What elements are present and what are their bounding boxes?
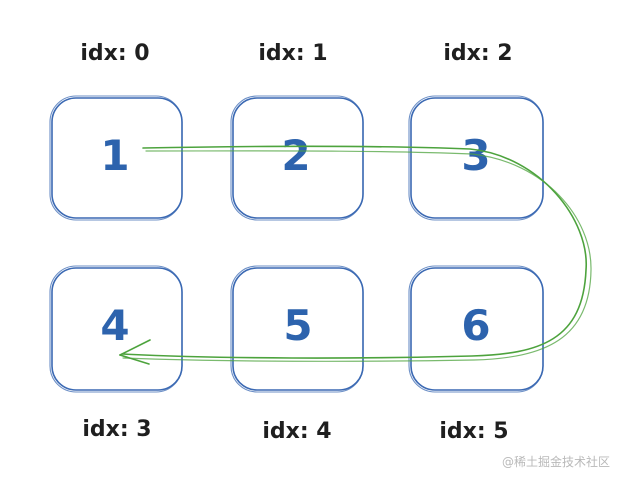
index-label: idx: 3 (82, 417, 151, 442)
arrow-line-sketch (122, 150, 592, 362)
arrow-line (121, 145, 587, 359)
cell-index-3: 4 idx: 3 (49, 265, 183, 442)
cell-box-sketch (408, 95, 544, 221)
cell-index-2: idx: 2 3 (408, 41, 544, 221)
cell-box-sketch (49, 265, 183, 393)
cell-index-4: 5 idx: 4 (230, 265, 364, 444)
watermark: @稀土掘金技术社区 (501, 455, 610, 469)
flow-arrow (119, 145, 592, 365)
index-label: idx: 5 (439, 419, 508, 444)
index-label: idx: 0 (80, 41, 149, 66)
cell-value: 6 (461, 301, 490, 350)
cell-box-sketch (230, 265, 364, 393)
cell-box-sketch (230, 95, 364, 221)
arrow-head-upper (119, 339, 151, 356)
cell-value: 1 (100, 131, 129, 180)
cell-value: 5 (283, 301, 312, 350)
cell-index-5: 6 idx: 5 (408, 265, 544, 444)
index-label: idx: 1 (258, 41, 327, 66)
cell-value: 3 (461, 131, 490, 180)
cell-index-0: idx: 0 1 (49, 41, 183, 221)
cell-value: 4 (100, 301, 129, 350)
arrow-head-lower (119, 354, 150, 365)
cell-box-sketch (408, 265, 544, 393)
index-label: idx: 4 (262, 419, 331, 444)
index-label: idx: 2 (443, 41, 512, 66)
cell-index-1: idx: 1 2 (230, 41, 364, 221)
cell-value: 2 (281, 131, 310, 180)
cell-box-sketch (49, 95, 183, 221)
